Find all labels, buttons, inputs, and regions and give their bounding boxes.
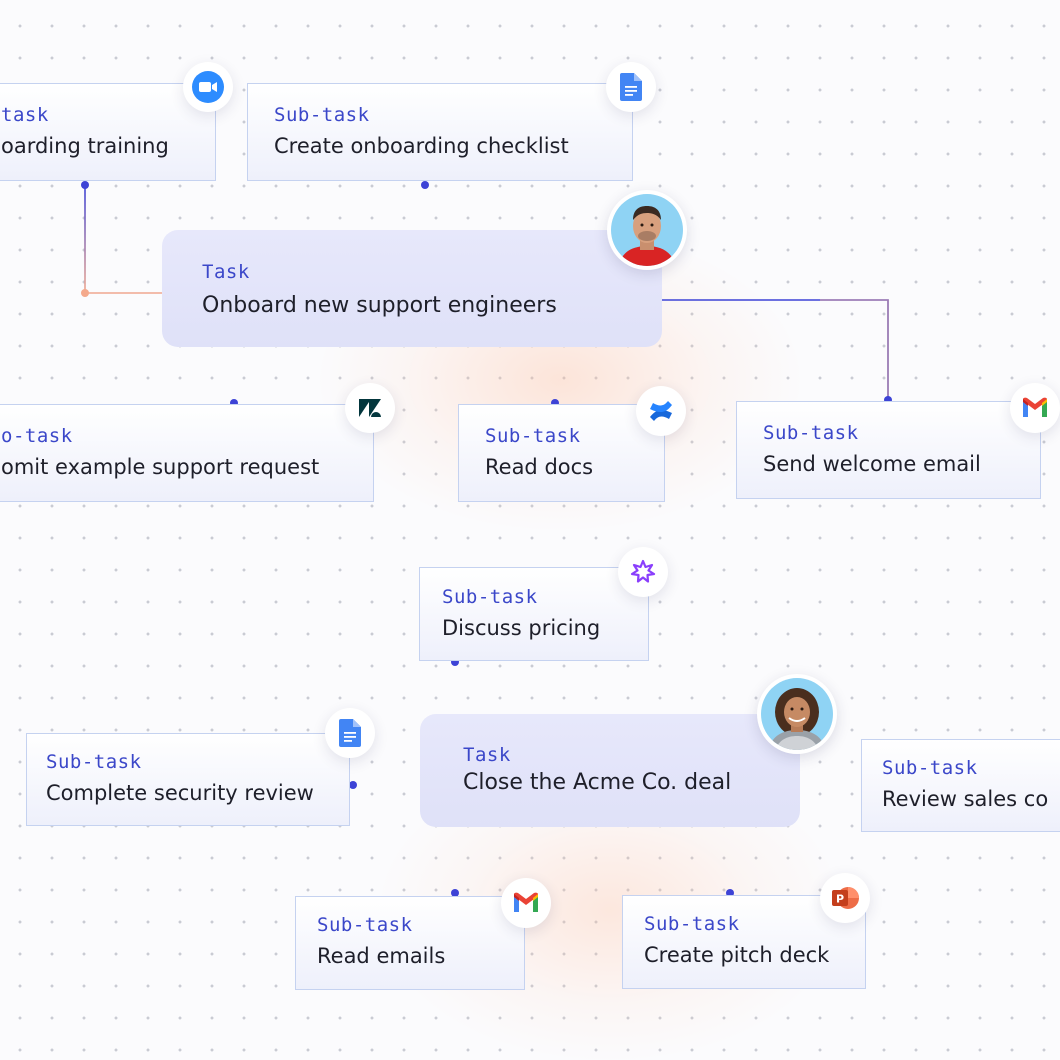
google-docs-icon (325, 708, 375, 758)
node-title: Review sales co (882, 787, 1049, 811)
man-avatar (607, 190, 687, 270)
gmail-icon (1010, 383, 1060, 433)
zoom-icon (183, 62, 233, 112)
svg-text:P: P (836, 893, 844, 906)
node-kind-label: Task (202, 261, 250, 283)
node-title: Onboard new support engineers (202, 293, 557, 318)
subtask-node-read-emails[interactable]: Sub-task Read emails (295, 896, 525, 990)
connector-dot (451, 889, 459, 897)
node-kind-label: Task (463, 744, 511, 766)
gmail-icon (501, 878, 551, 928)
zendesk-icon (345, 383, 395, 433)
node-title: Send welcome email (763, 452, 981, 476)
node-title: Read docs (485, 455, 594, 479)
connector-dot (81, 289, 89, 297)
node-kind-label: Sub-task (763, 422, 859, 444)
connector-dot (421, 181, 429, 189)
node-kind-label: Sub-task (882, 757, 978, 779)
confluence-icon (636, 386, 686, 436)
gong-icon (618, 547, 668, 597)
subtask-node-submit-request[interactable]: o-task omit example support request (0, 404, 374, 502)
node-title: Complete security review (46, 781, 314, 805)
node-kind-label: Sub-task (485, 425, 581, 447)
subtask-node-onboarding-training[interactable]: task oarding training (0, 83, 216, 181)
node-kind-label: o-task (1, 425, 73, 447)
connector-training (84, 185, 162, 294)
subtask-node-create-checklist[interactable]: Sub-task Create onboarding checklist (247, 83, 633, 181)
subtask-node-read-docs[interactable]: Sub-task Read docs (458, 404, 665, 502)
connector-dot (349, 781, 357, 789)
node-title: Read emails (317, 944, 446, 968)
subtask-node-welcome-email[interactable]: Sub-task Send welcome email (736, 401, 1041, 499)
node-title: Create onboarding checklist (274, 134, 569, 158)
node-kind-label: Sub-task (46, 751, 142, 773)
node-kind-label: Sub-task (442, 586, 538, 608)
node-kind-label: Sub-task (274, 104, 370, 126)
subtask-node-security-review[interactable]: Sub-task Complete security review (26, 733, 350, 826)
node-kind-label: Sub-task (644, 913, 740, 935)
powerpoint-icon: P (820, 873, 870, 923)
connector-dot (81, 181, 89, 189)
subtask-node-discuss-pricing[interactable]: Sub-task Discuss pricing (419, 567, 649, 661)
node-kind-label: task (1, 104, 49, 126)
node-title: Close the Acme Co. deal (463, 770, 732, 795)
node-title: omit example support request (1, 455, 320, 479)
woman-avatar (757, 674, 837, 754)
task-node-acme[interactable]: Task Close the Acme Co. deal (420, 714, 800, 827)
subtask-node-sales-review[interactable]: Sub-task Review sales co (861, 739, 1060, 832)
node-kind-label: Sub-task (317, 914, 413, 936)
google-docs-icon (606, 62, 656, 112)
node-title: Discuss pricing (442, 616, 601, 640)
node-title: oarding training (1, 134, 169, 158)
node-title: Create pitch deck (644, 943, 830, 967)
task-node-onboard[interactable]: Task Onboard new support engineers (162, 230, 662, 347)
